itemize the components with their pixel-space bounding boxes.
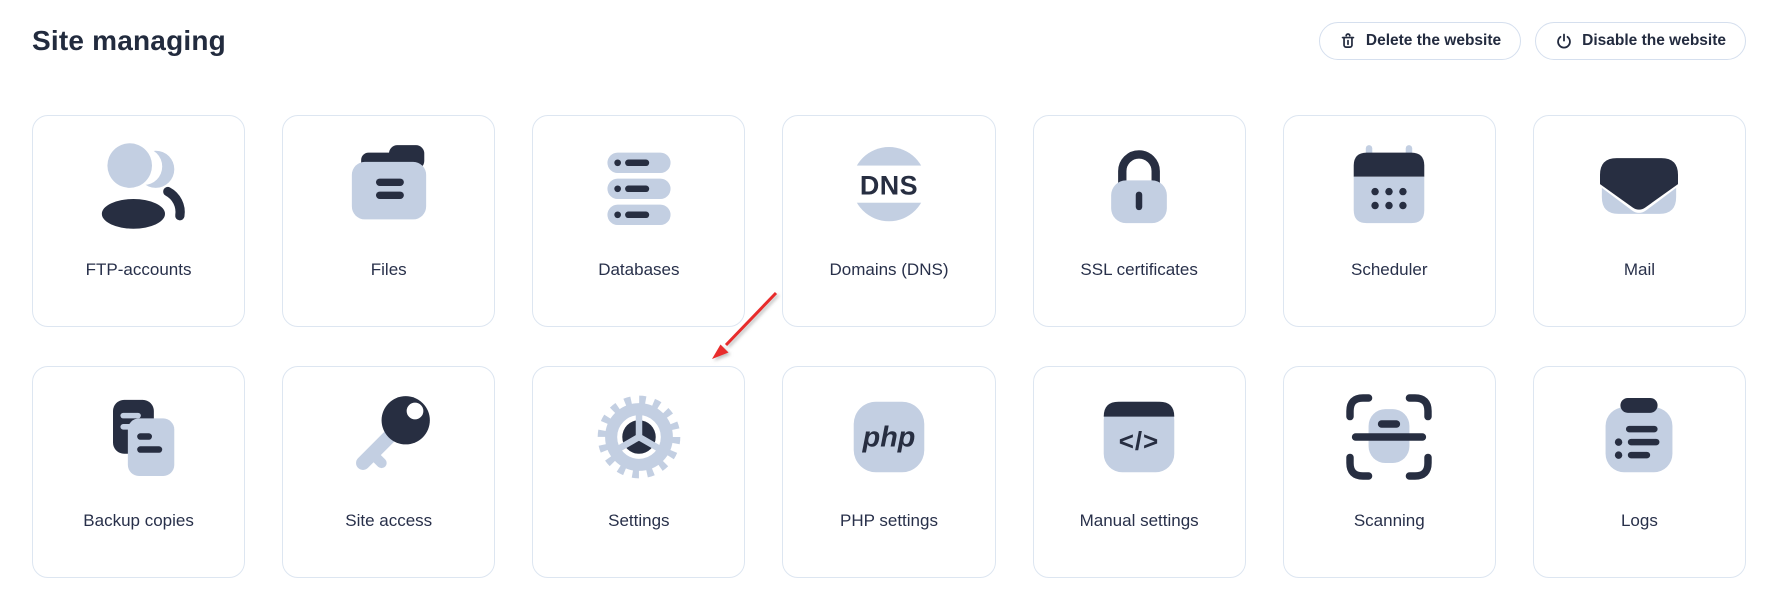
power-icon	[1555, 32, 1573, 50]
service-card-grid: FTP-accounts Files Databases	[0, 115, 1778, 578]
card-mail[interactable]: Mail	[1532, 115, 1746, 327]
card-label: Domains (DNS)	[829, 260, 949, 279]
php-icon: php	[837, 385, 941, 489]
card-backup-copies[interactable]: Backup copies	[32, 366, 246, 578]
card-label: Scanning	[1353, 511, 1425, 530]
card-scheduler[interactable]: Scheduler	[1282, 115, 1496, 327]
card-label: Logs	[1620, 511, 1658, 530]
key-icon	[337, 385, 441, 489]
card-domains-dns[interactable]: DNS Domains (DNS)	[782, 115, 996, 327]
database-stack-icon	[587, 134, 691, 238]
card-ssl-certificates[interactable]: SSL certificates	[1032, 115, 1246, 327]
padlock-icon	[1087, 134, 1191, 238]
card-label: Databases	[598, 260, 680, 279]
card-label: Settings	[608, 511, 670, 530]
page-header: Site managing Delete the website Disable…	[0, 0, 1778, 60]
delete-website-button[interactable]: Delete the website	[1318, 22, 1522, 60]
disable-website-label: Disable the website	[1582, 32, 1726, 49]
card-label: SSL certificates	[1080, 260, 1198, 279]
card-php-settings[interactable]: php PHP settings	[782, 366, 996, 578]
disable-website-button[interactable]: Disable the website	[1535, 22, 1746, 60]
envelope-icon	[1587, 134, 1691, 238]
svg-text:DNS: DNS	[860, 170, 918, 200]
svg-text:</>: </>	[1119, 426, 1159, 456]
card-label: Site access	[345, 511, 433, 530]
gear-icon	[587, 385, 691, 489]
scan-icon	[1337, 385, 1441, 489]
card-label: Mail	[1623, 260, 1655, 279]
card-scanning[interactable]: Scanning	[1282, 366, 1496, 578]
card-label: Files	[370, 260, 407, 279]
delete-website-label: Delete the website	[1365, 32, 1502, 49]
card-files[interactable]: Files	[282, 115, 496, 327]
card-settings[interactable]: Settings	[532, 366, 746, 578]
dns-globe-icon: DNS	[837, 134, 941, 238]
card-label: Backup copies	[83, 511, 194, 530]
card-databases[interactable]: Databases	[532, 115, 746, 327]
card-ftp-accounts[interactable]: FTP-accounts	[32, 115, 246, 327]
card-label: PHP settings	[840, 511, 938, 530]
folder-icon	[337, 134, 441, 238]
svg-text:php: php	[862, 421, 916, 453]
documents-icon	[87, 385, 191, 489]
ftp-accounts-icon	[87, 134, 191, 238]
header-actions: Delete the website Disable the website	[1318, 22, 1746, 60]
trash-icon	[1339, 32, 1357, 50]
card-manual-settings[interactable]: </> Manual settings	[1032, 366, 1246, 578]
card-label: Scheduler	[1350, 260, 1428, 279]
calendar-icon	[1337, 134, 1441, 238]
logs-icon	[1587, 385, 1691, 489]
card-label: Manual settings	[1079, 511, 1199, 530]
card-site-access[interactable]: Site access	[282, 366, 496, 578]
code-icon: </>	[1087, 385, 1191, 489]
page-title: Site managing	[32, 25, 226, 56]
card-label: FTP-accounts	[85, 260, 192, 279]
card-logs[interactable]: Logs	[1532, 366, 1746, 578]
